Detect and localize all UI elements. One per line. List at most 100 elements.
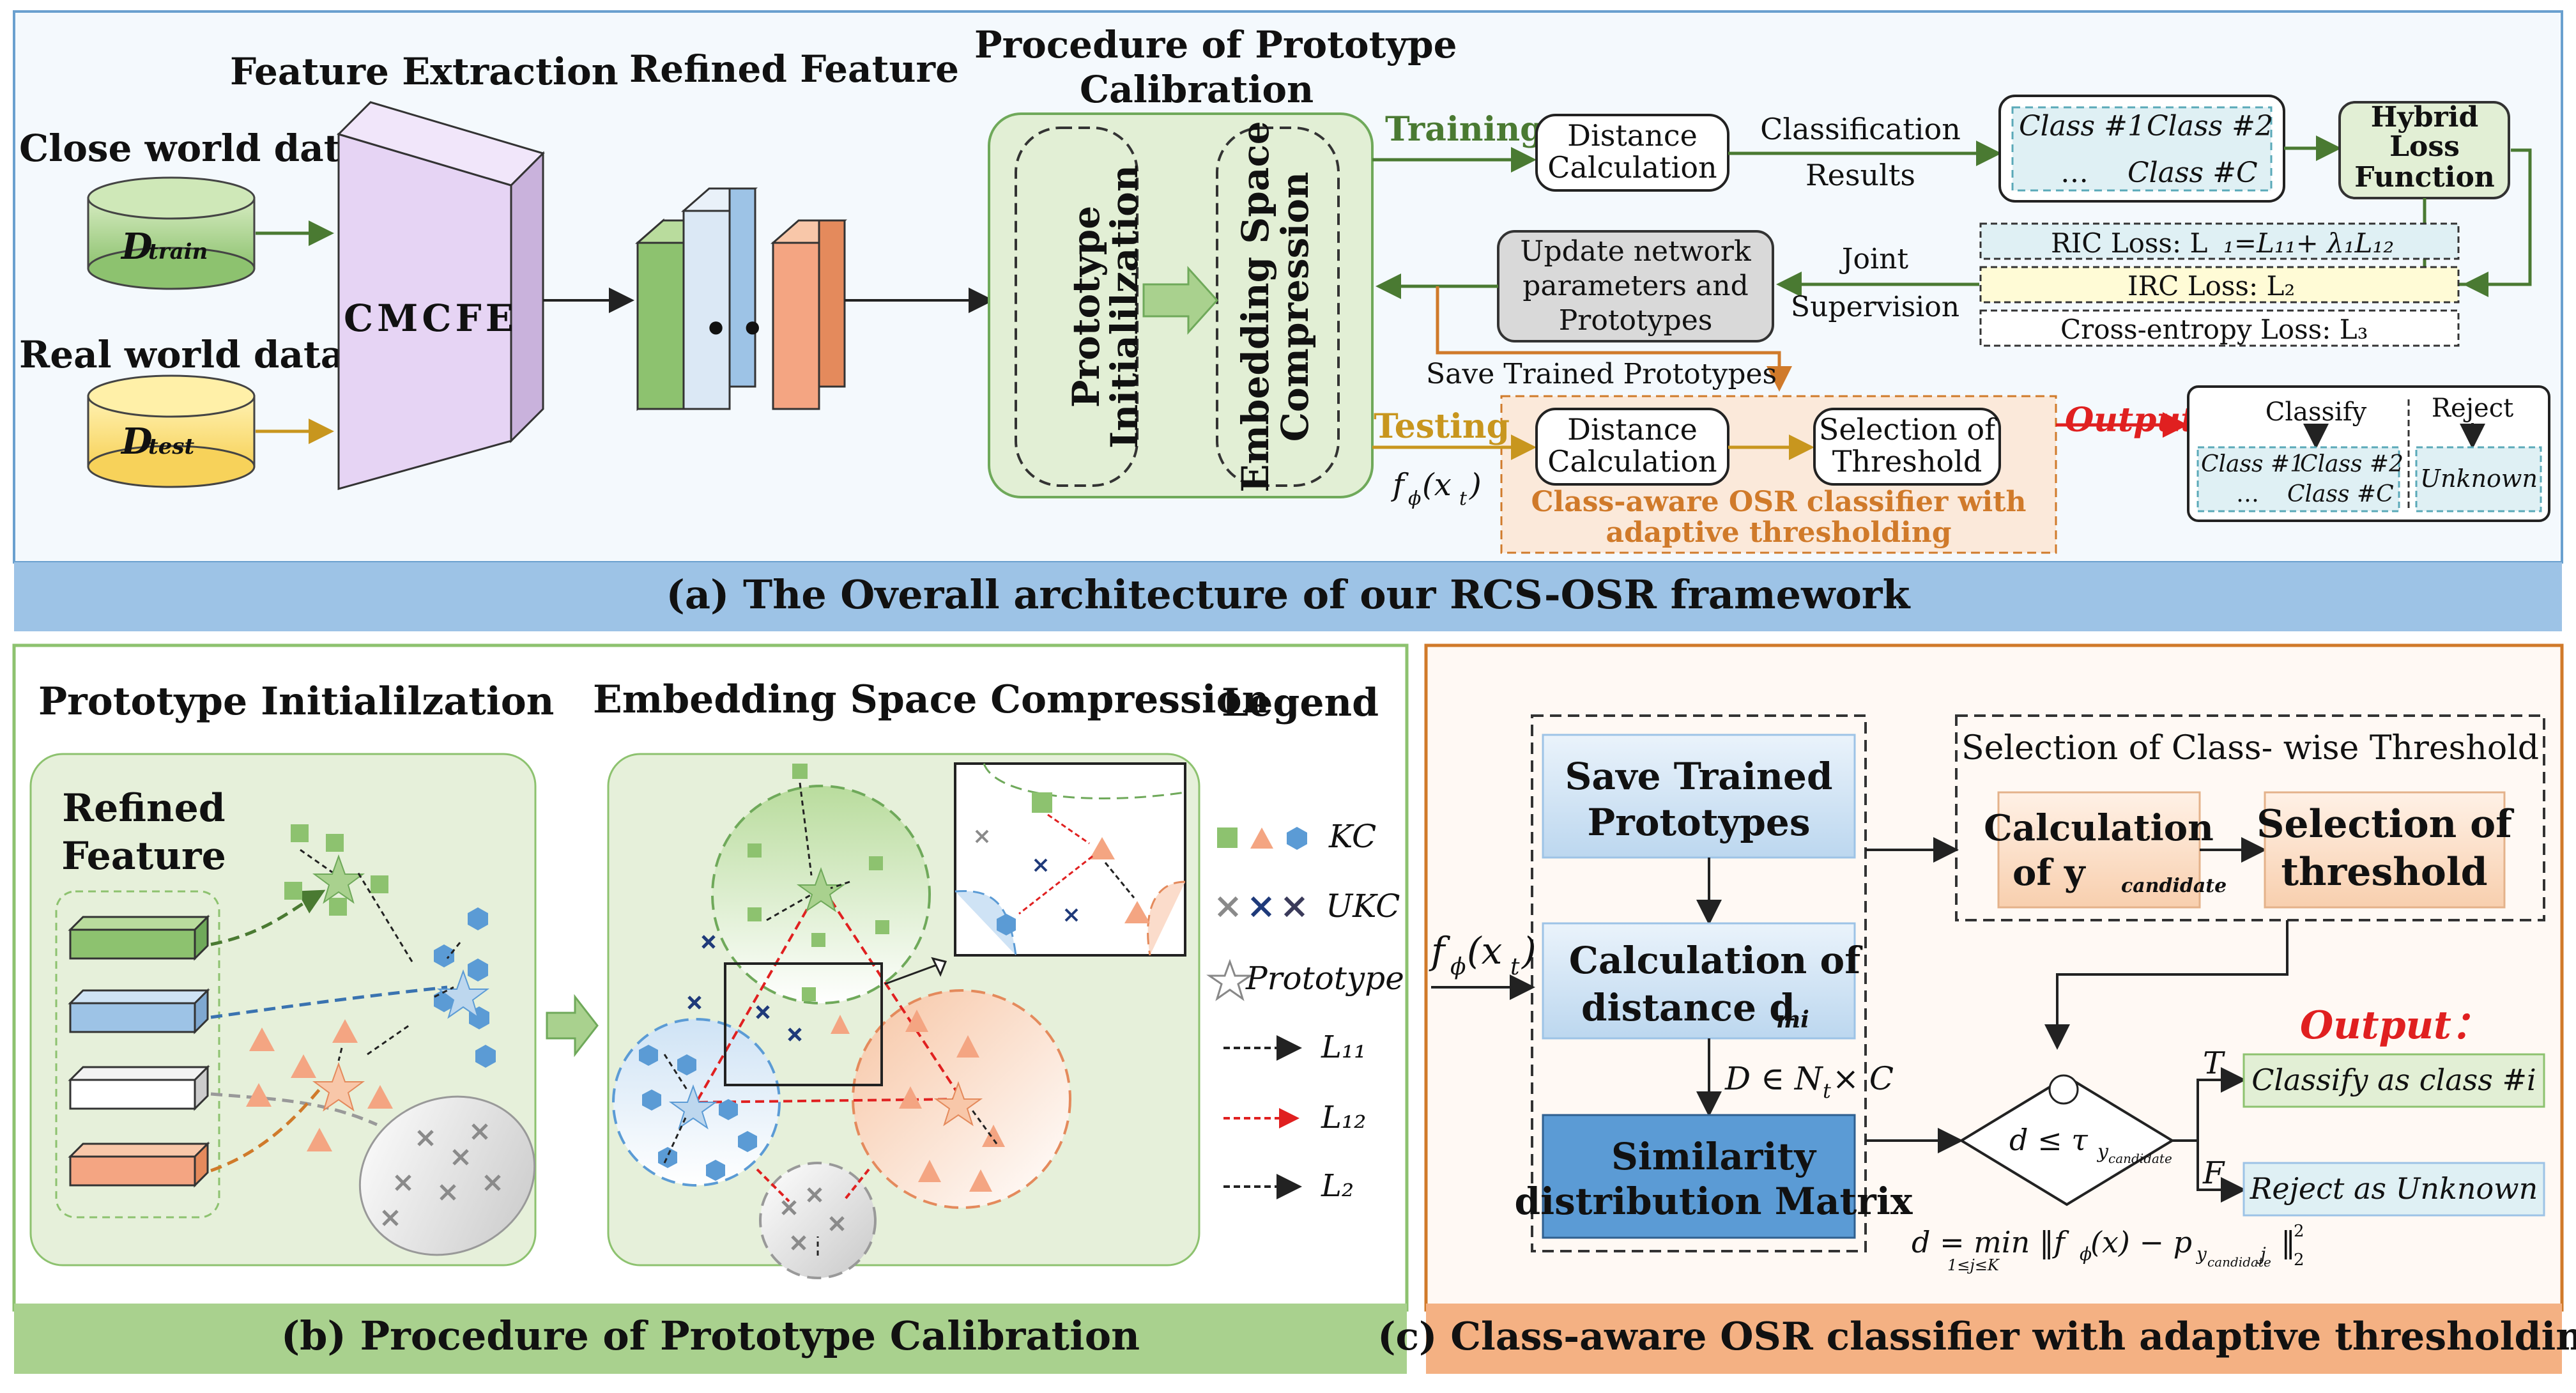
classification-results-1: Classification — [1760, 112, 1961, 146]
out-class2: Class #2 — [2300, 451, 2404, 477]
c-fphi-sub: ϕ — [1450, 954, 1466, 980]
ce-loss-label: Cross-entropy Loss: L₃ — [2060, 314, 2368, 345]
reject-label: Reject — [2432, 394, 2513, 423]
panel-a-f-phi: f ϕ (x t ) — [1391, 467, 1482, 510]
cmcfe-label: CMCFE — [344, 296, 518, 340]
b-feature-bars — [68, 914, 210, 1188]
testing-distance-2: Calculation — [1547, 444, 1717, 479]
c-decision-sub: y — [2096, 1141, 2109, 1163]
c-d-in-label: D ∈ N — [1724, 1060, 1824, 1097]
b-embedding-scatter — [612, 762, 1186, 1279]
c-decision-label: d ≤ τ — [2009, 1123, 2089, 1157]
c-similarity-1: Similarity — [1611, 1135, 1817, 1178]
real-world-label: Real world data — [19, 333, 344, 376]
b-refined-feature-box — [55, 890, 220, 1219]
irc-loss-label: IRC Loss: L₂ — [2128, 270, 2295, 302]
class-results-inner — [2011, 106, 2273, 192]
b-embedding-title: Embedding Space Compression — [593, 677, 1269, 722]
prototype-init-box — [1015, 127, 1138, 487]
legend-prototype-label: Prototype — [1245, 960, 1404, 997]
c-formula-main: d = min ‖f — [1912, 1225, 2069, 1259]
fphi-arg: (x — [1422, 467, 1452, 503]
embedding-compression-box — [1216, 127, 1340, 487]
out-dots: … — [2236, 481, 2259, 507]
panel-b-caption: (b) Procedure of Prototype Calibration — [281, 1312, 1140, 1359]
c-formula-sq: 2 — [2294, 1222, 2304, 1241]
legend-kc-triangle-icon — [1250, 827, 1273, 849]
legend-kc-label: KC — [1328, 818, 1376, 855]
embedding-label-1: Embedding Space — [1234, 121, 1277, 492]
cmcfe-block: CMCFE — [337, 101, 545, 490]
procedure-title-1: Procedure of Prototype — [974, 23, 1457, 66]
joint-label-2: Supervision — [1791, 291, 1959, 323]
training-distance-1: Distance — [1567, 118, 1698, 153]
c-calc-dist-1: Calculation of — [1569, 939, 1863, 982]
legend-l12-label: L₁₂ — [1321, 1100, 1366, 1135]
testing-distance-1: Distance — [1567, 412, 1698, 447]
b-init-scatter — [210, 824, 536, 1256]
c-calc-y-2: of y — [2012, 852, 2086, 894]
c-d-in-sub: t — [1823, 1079, 1831, 1103]
update-1: Update network — [1520, 235, 1751, 268]
out-class1: Class #1 — [2201, 451, 2304, 477]
fphi-arg-sub: t — [1459, 488, 1468, 510]
hybrid-2: Loss — [2389, 130, 2460, 163]
output-label: Output: — [2065, 401, 2209, 440]
update-2: parameters and — [1522, 270, 1748, 302]
c-similarity-box — [1542, 1114, 1856, 1239]
selection-threshold-2: Threshold — [1832, 444, 1982, 479]
refined-feature-blocks: • • • — [635, 187, 847, 412]
c-formula-end: ‖ — [2281, 1225, 2296, 1259]
close-world-label: Close world data — [19, 127, 365, 170]
c-save-2: Prototypes — [1588, 801, 1811, 844]
b-step-arrow — [546, 994, 599, 1058]
procedure-title-2: Calibration — [1080, 68, 1314, 111]
ric-loss-formula: ₁=L₁₁+ λ₁L₁₂ — [2223, 227, 2394, 259]
c-fphi-arg: (x — [1467, 929, 1502, 973]
d-test-database-icon: D test — [87, 374, 256, 488]
c-distance-formula: d = min ‖f 1≤j≤K ϕ (x) − p y candidate j… — [1912, 1222, 2304, 1274]
c-threshold-to-decision-arrow — [2044, 920, 2288, 1050]
unknown-box — [2415, 446, 2542, 512]
classify-label: Classify — [2266, 397, 2367, 427]
c-sel-thr-1: Selection of — [2257, 802, 2515, 847]
legend-ukc-icons — [1217, 896, 1305, 918]
legend-l2-label: L₂ — [1321, 1168, 1354, 1204]
prototype-init-label-2: Initialilzation — [1103, 165, 1146, 449]
panel-b-caption-bar — [14, 1304, 1407, 1374]
selection-threshold-box — [1813, 408, 2001, 486]
hybrid-1: Hybrid — [2371, 101, 2479, 134]
c-save-1: Save Trained — [1565, 755, 1833, 798]
panel-c-caption-bar — [1426, 1304, 2562, 1374]
ce-loss-box — [1979, 309, 2460, 347]
b-refined-2: Feature — [61, 834, 226, 879]
save-trained-label: Save Trained Prototypes — [1426, 358, 1777, 390]
c-calc-dist-sub: mi — [1776, 1006, 1809, 1033]
d-test-label: D — [120, 420, 153, 463]
legend-kc-square-icon — [1217, 827, 1238, 848]
c-sel-thr-2: threshold — [2281, 850, 2487, 895]
c-decision-node-icon — [2048, 1074, 2079, 1105]
c-classify-box — [2242, 1053, 2545, 1108]
d-train-sub: train — [148, 239, 208, 265]
joint-label-1: Joint — [1839, 243, 1909, 275]
c-fphi-arg-sub: t — [1510, 954, 1520, 980]
c-calc-y-1: Calculation — [1984, 807, 2214, 849]
c-formula-y: y — [2195, 1243, 2207, 1265]
legend-title: Legend — [1222, 681, 1379, 725]
c-decision-subsub: candidate — [2108, 1151, 2172, 1166]
c-reject-label: Reject as Unknown — [2250, 1171, 2538, 1206]
ric-loss-box — [1979, 222, 2460, 260]
b-prototype-init-title: Prototype Initialilzation — [38, 679, 554, 724]
legend-ukc-label: UKC — [1326, 888, 1400, 925]
c-fphi-close: ) — [1521, 929, 1537, 973]
c-save-prototypes-box — [1542, 734, 1856, 859]
c-selection-title: Selection of Class- wise Threshold — [1961, 729, 2539, 767]
update-3: Prototypes — [1559, 304, 1713, 337]
ric-loss-label: RIC Loss: L — [2051, 227, 2207, 259]
classC-label: Class #C — [2128, 157, 2258, 189]
classification-results-2: Results — [1805, 158, 1915, 192]
c-formula-range: 1≤j≤K — [1947, 1256, 2000, 1274]
c-f-label: F — [2202, 1155, 2225, 1191]
c-t-label: T — [2203, 1045, 2225, 1081]
